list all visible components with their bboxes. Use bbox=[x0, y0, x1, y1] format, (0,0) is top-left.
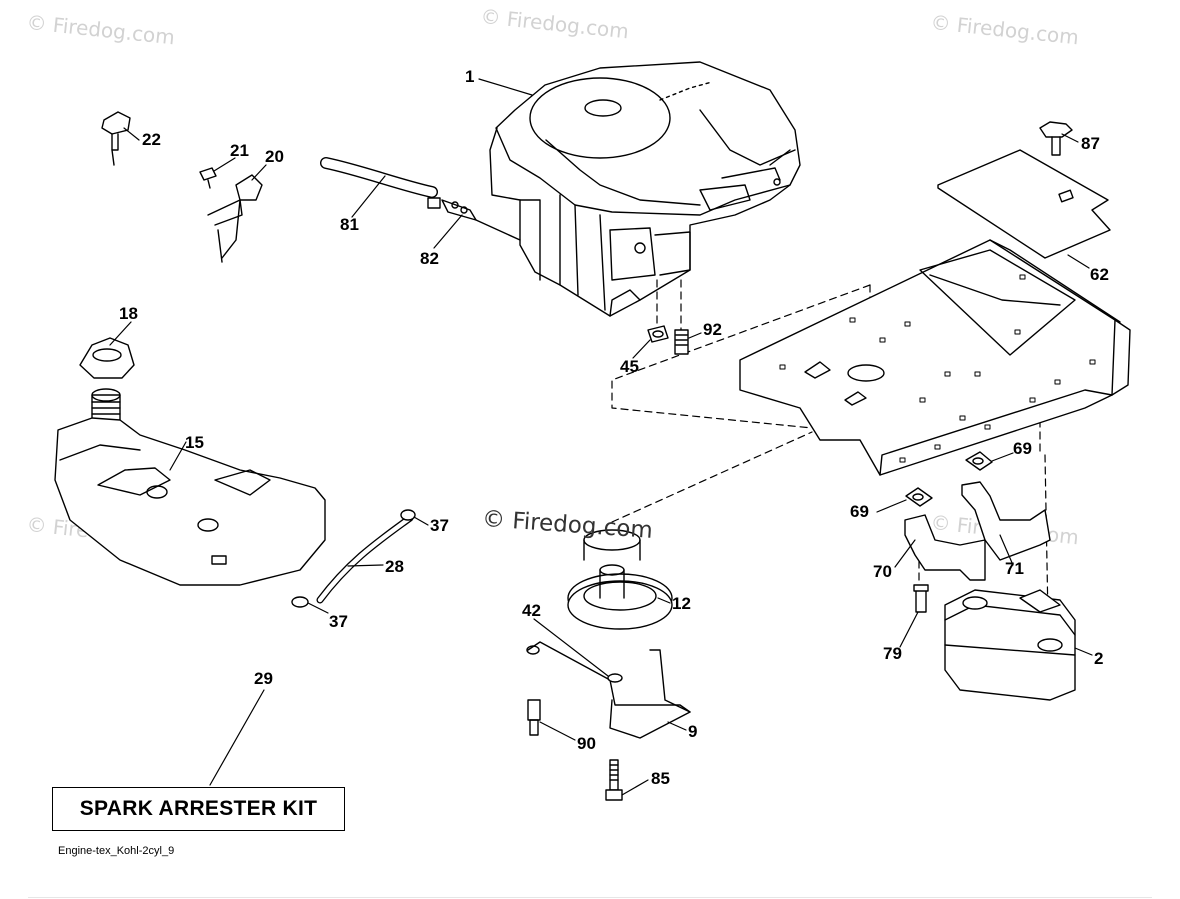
part-label-42: 42 bbox=[522, 601, 541, 620]
part-label-79: 79 bbox=[883, 644, 902, 663]
part-label-82: 82 bbox=[420, 249, 439, 268]
part-label-62: 62 bbox=[1090, 265, 1109, 284]
diagram-code: Engine-tex_Kohl-2cyl_9 bbox=[58, 845, 175, 857]
part-label-37-lower: 37 bbox=[329, 612, 348, 631]
hose-drawing bbox=[291, 509, 416, 608]
part-label-71: 71 bbox=[1005, 559, 1024, 578]
fuel-line-drawing bbox=[320, 157, 521, 241]
part-label-37-upper: 37 bbox=[430, 516, 449, 535]
leader-lines bbox=[109, 78, 1093, 796]
part-label-15: 15 bbox=[185, 433, 204, 452]
fuel-tank-drawing bbox=[54, 337, 326, 586]
part-label-12: 12 bbox=[672, 594, 691, 613]
part-label-2: 2 bbox=[1094, 649, 1104, 668]
small-parts-drawing bbox=[101, 111, 263, 263]
part-label-29: 29 bbox=[254, 669, 273, 688]
part-label-92: 92 bbox=[703, 320, 722, 339]
part-label-9: 9 bbox=[688, 722, 698, 741]
part-label-69-upper: 69 bbox=[1013, 439, 1032, 458]
part-label-28: 28 bbox=[385, 557, 404, 576]
bracket-drawing bbox=[526, 641, 691, 801]
part-label-18: 18 bbox=[119, 304, 138, 323]
part-label-45: 45 bbox=[620, 357, 639, 376]
cover-plate-drawing bbox=[937, 121, 1111, 259]
part-label-1: 1 bbox=[465, 67, 475, 86]
nut-and-bolt-45-92 bbox=[647, 325, 689, 355]
chassis-frame-drawing bbox=[739, 239, 1131, 476]
spark-arrester-kit-box: SPARK ARRESTER KIT bbox=[52, 787, 345, 831]
part-label-87: 87 bbox=[1081, 134, 1100, 153]
bottom-divider bbox=[28, 897, 1152, 898]
part-label-70: 70 bbox=[873, 562, 892, 581]
part-label-69-lower: 69 bbox=[850, 502, 869, 521]
part-label-21: 21 bbox=[230, 141, 249, 160]
part-label-81: 81 bbox=[340, 215, 359, 234]
part-label-20: 20 bbox=[265, 147, 284, 166]
engine-drawing bbox=[489, 61, 801, 317]
part-label-22: 22 bbox=[142, 130, 161, 149]
pulley-drawing bbox=[567, 529, 673, 630]
muffler-drawing bbox=[904, 451, 1076, 701]
part-label-85: 85 bbox=[651, 769, 670, 788]
part-label-90: 90 bbox=[577, 734, 596, 753]
